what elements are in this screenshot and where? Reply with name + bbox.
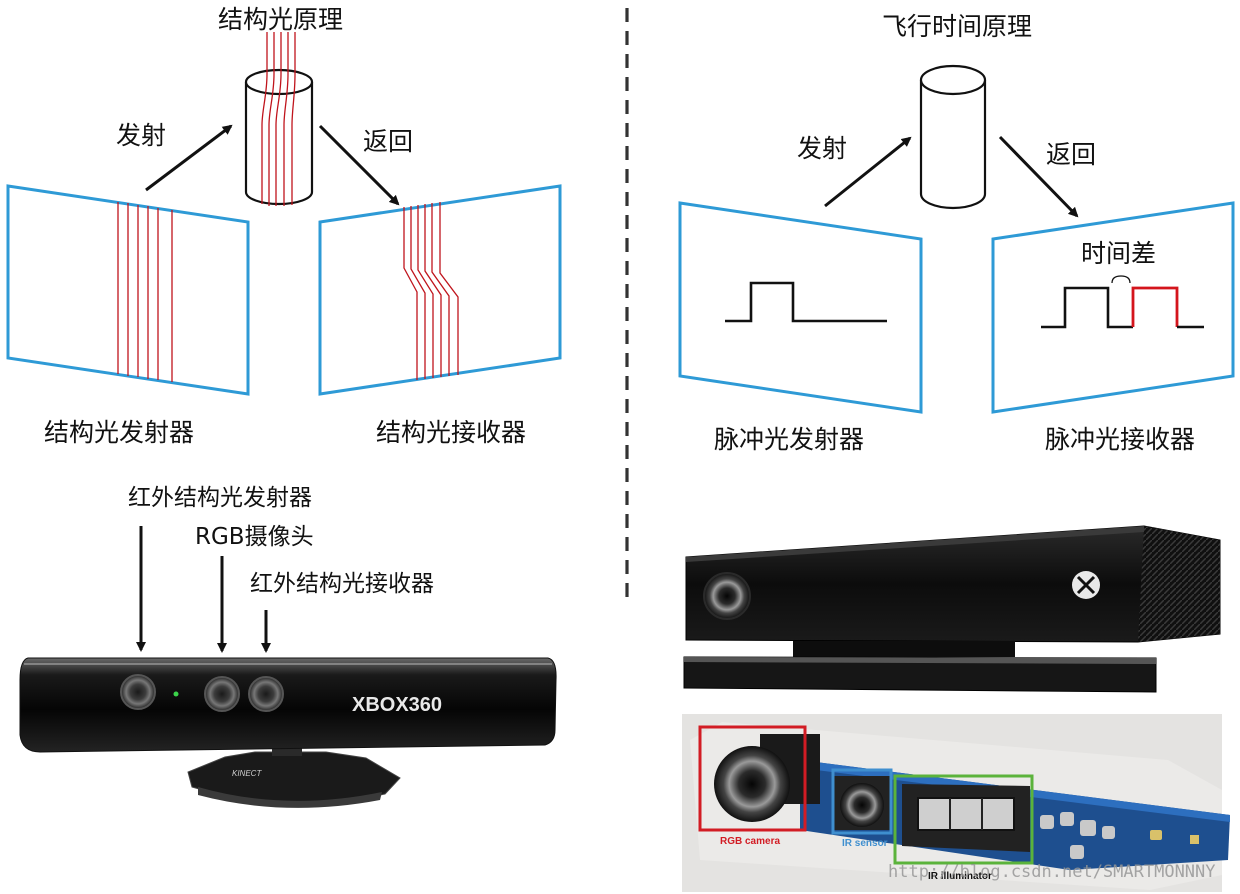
rgb-camera-module-lens (714, 746, 790, 822)
emitter-stripes (117, 202, 173, 382)
deformed-stripes (403, 202, 459, 380)
emitted-pulse (725, 281, 887, 323)
structured-light-emitter-label: 结构光发射器 (44, 418, 195, 447)
reference-pulse (1041, 286, 1133, 329)
projected-stripes (261, 32, 296, 206)
watermark: http://blog.csdn.net/SMARTMONNNY (888, 862, 1216, 882)
structured-light-title: 结构光原理 (218, 5, 344, 34)
kinect-base-logo: KINECT (232, 769, 262, 778)
structured-light-emit-label: 发射 (116, 121, 167, 150)
tof-object-cylinder (919, 64, 987, 210)
return-arrow (318, 124, 400, 206)
xbox360-logo: XBOX360 (352, 694, 442, 716)
pulse-emitter-panel (678, 201, 923, 414)
kinect-sensor-bar (19, 657, 557, 753)
structured-light-return-label: 返回 (363, 127, 414, 156)
ir-emitter-lens (120, 674, 156, 710)
rgb-camera-tag: RGB camera (720, 836, 781, 847)
tof-time-diff-label: 时间差 (1081, 239, 1157, 268)
structured-light-receiver-label: 结构光接收器 (376, 418, 527, 447)
tof-return-arrow (998, 135, 1079, 218)
structured-light-diagram (6, 32, 562, 396)
echo-pulse (1131, 286, 1179, 327)
kinect-v2-device (683, 525, 1221, 693)
kinect-v2-board-photo (682, 714, 1230, 892)
kinect-v1-device: XBOX360 KINECT (19, 526, 557, 808)
rgb-camera-lens (204, 676, 240, 712)
ir-illuminator-tag: IR illuminator (928, 871, 992, 882)
ir-receiver-lens (248, 676, 284, 712)
emitter-panel (6, 184, 250, 396)
rgb-camera-box (698, 725, 807, 832)
tof-title: 飞行时间原理 (882, 12, 1033, 41)
tof-emitter-label: 脉冲光发射器 (714, 425, 865, 454)
receiver-panel (318, 184, 562, 396)
ir-emitter-label: 红外结构光发射器 (128, 485, 312, 511)
rgb-camera-label: RGB摄像头 (195, 524, 314, 550)
tof-emit-label: 发射 (797, 134, 848, 163)
status-led (173, 691, 179, 697)
tof-diagram (678, 64, 1235, 414)
ir-illuminator-box (893, 774, 1034, 865)
tof-emit-arrow (824, 136, 912, 208)
kinect-v2-grille (1138, 526, 1220, 642)
ir-receiver-label: 红外结构光接收器 (250, 571, 434, 597)
ir-sensor-lens (840, 783, 884, 827)
emit-arrow (145, 124, 233, 192)
ir-sensor-tag: IR sensor (842, 838, 888, 849)
time-diff-brace (1111, 275, 1131, 284)
pulse-receiver-panel (991, 201, 1235, 414)
kinect-v2-lens (703, 572, 751, 620)
ir-sensor-box (831, 768, 893, 835)
tof-return-label: 返回 (1046, 140, 1097, 169)
tof-receiver-label: 脉冲光接收器 (1045, 425, 1196, 454)
object-cylinder (244, 68, 314, 206)
